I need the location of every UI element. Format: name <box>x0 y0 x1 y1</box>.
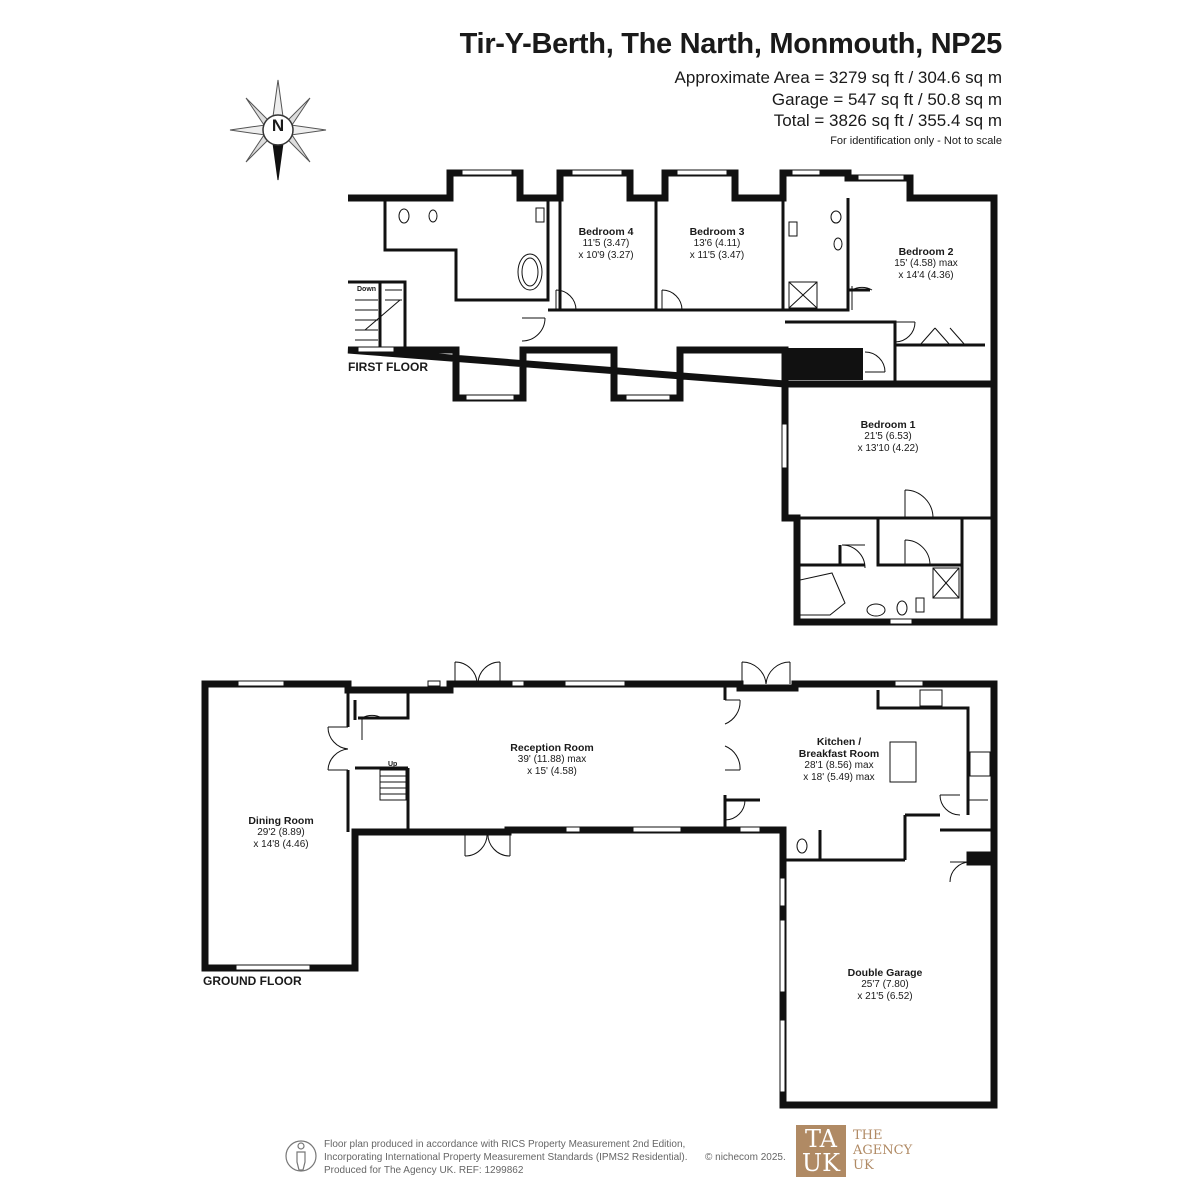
room-dimension: 21'5 (6.53) <box>864 431 912 442</box>
room-dimension: x 18' (5.49) max <box>803 772 875 783</box>
room-name: Kitchen / <box>816 736 862 748</box>
ground-floor-stairs <box>379 769 407 801</box>
room-name: Double Garage <box>847 967 923 979</box>
room-dimension: x 13'10 (4.22) <box>857 443 919 454</box>
room-dimension: 11'5 (3.47) <box>582 238 630 249</box>
room-dimension: x 21'5 (6.52) <box>857 991 913 1002</box>
garage-area: Garage = 547 sq ft / 50.8 sq m <box>771 90 1002 109</box>
property-title: Tir-Y-Berth, The Narth, Monmouth, NP25 <box>459 28 1003 60</box>
logo-mark-line: TA <box>804 1125 838 1153</box>
room-name: Bedroom 4 <box>578 226 634 238</box>
room-name-line-2: Breakfast Room <box>798 748 880 760</box>
logo-text-line: THE <box>853 1128 883 1143</box>
scale-note: For identification only - Not to scale <box>830 135 1002 147</box>
total-area: Total = 3826 sq ft / 355.4 sq m <box>773 111 1002 130</box>
agency-logo-mark: TA UK <box>796 1125 846 1177</box>
first-floor-walls <box>347 169 998 626</box>
footer-line: Floor plan produced in accordance with R… <box>324 1139 686 1150</box>
ground-floor-inner-walls <box>346 684 994 862</box>
room-bedroom-2: Bedroom 2 15' (4.58) max x 14'4 (4.36) <box>894 246 958 282</box>
first-floor-stairs <box>355 289 402 341</box>
person-icon <box>285 1140 317 1172</box>
agency-logo-text: THE AGENCY UK <box>853 1128 912 1173</box>
footer-copyright: © nichecom 2025. <box>705 1152 786 1163</box>
room-kitchen: Kitchen / Breakfast Room 28'1 (8.56) max… <box>799 736 880 784</box>
room-dimension: x 11'5 (3.47) <box>689 250 745 261</box>
room-dimension: x 15' (4.58) <box>527 766 577 777</box>
first-floor-doors <box>521 286 966 569</box>
footer-line: Produced for The Agency UK. REF: 1299862 <box>324 1165 524 1176</box>
ground-floor-doors <box>327 661 988 883</box>
room-name: Reception Room <box>510 742 594 754</box>
ground-floor-fixtures <box>796 689 991 854</box>
room-name: Bedroom 1 <box>860 419 916 431</box>
stairs-up-label: Up <box>388 761 398 768</box>
ground-floor-walls <box>201 680 998 1109</box>
first-floor-fixtures <box>398 207 960 617</box>
stairs-down-label: Down <box>357 286 377 293</box>
room-dimension: 39' (11.88) max <box>517 754 587 765</box>
footer-line: Incorporating International Property Mea… <box>324 1152 688 1163</box>
logo-text-line: AGENCY <box>853 1143 913 1158</box>
room-dimension: 15' (4.58) max <box>894 258 958 269</box>
ground-floor-windows <box>235 680 924 1093</box>
room-bedroom-4: Bedroom 4 11'5 (3.47) x 10'9 (3.27) <box>578 226 633 262</box>
room-dimension: 13'6 (4.11) <box>693 238 741 249</box>
room-bedroom-3: Bedroom 3 13'6 (4.11) x 11'5 (3.47) <box>690 226 745 262</box>
ground-floor-label: GROUND FLOOR <box>203 974 302 988</box>
logo-text-line: UK <box>853 1158 874 1173</box>
footer-disclaimer: Floor plan produced in accordance with R… <box>324 1138 688 1177</box>
room-name: Dining Room <box>248 815 314 827</box>
first-floor-windows <box>357 169 913 625</box>
room-bedroom-1: Bedroom 1 21'5 (6.53) x 13'10 (4.22) <box>858 419 919 455</box>
logo-mark-line: UK <box>801 1149 841 1177</box>
room-double-garage: Double Garage 25'7 (7.80) x 21'5 (6.52) <box>848 967 923 1003</box>
room-name: Bedroom 2 <box>898 246 954 258</box>
room-dimension: 28'1 (8.56) max <box>804 760 874 771</box>
approximate-area: Approximate Area = 3279 sq ft / 304.6 sq… <box>674 68 1002 87</box>
stairwell-void <box>785 348 863 380</box>
first-floor-label: FIRST FLOOR <box>348 360 428 374</box>
room-dimension: 25'7 (7.80) <box>861 979 909 990</box>
room-dimension: 29'2 (8.89) <box>257 827 305 838</box>
room-dimension: x 14'8 (4.46) <box>253 839 309 850</box>
room-dimension: x 10'9 (3.27) <box>578 250 634 261</box>
compass-rose <box>229 79 327 181</box>
room-dimension: x 14'4 (4.36) <box>898 270 954 281</box>
compass-north-label: N <box>271 116 285 135</box>
room-dining: Dining Room 29'2 (8.89) x 14'8 (4.46) <box>248 815 313 851</box>
room-name: Bedroom 3 <box>689 226 745 238</box>
room-reception: Reception Room 39' (11.88) max x 15' (4.… <box>510 742 593 778</box>
